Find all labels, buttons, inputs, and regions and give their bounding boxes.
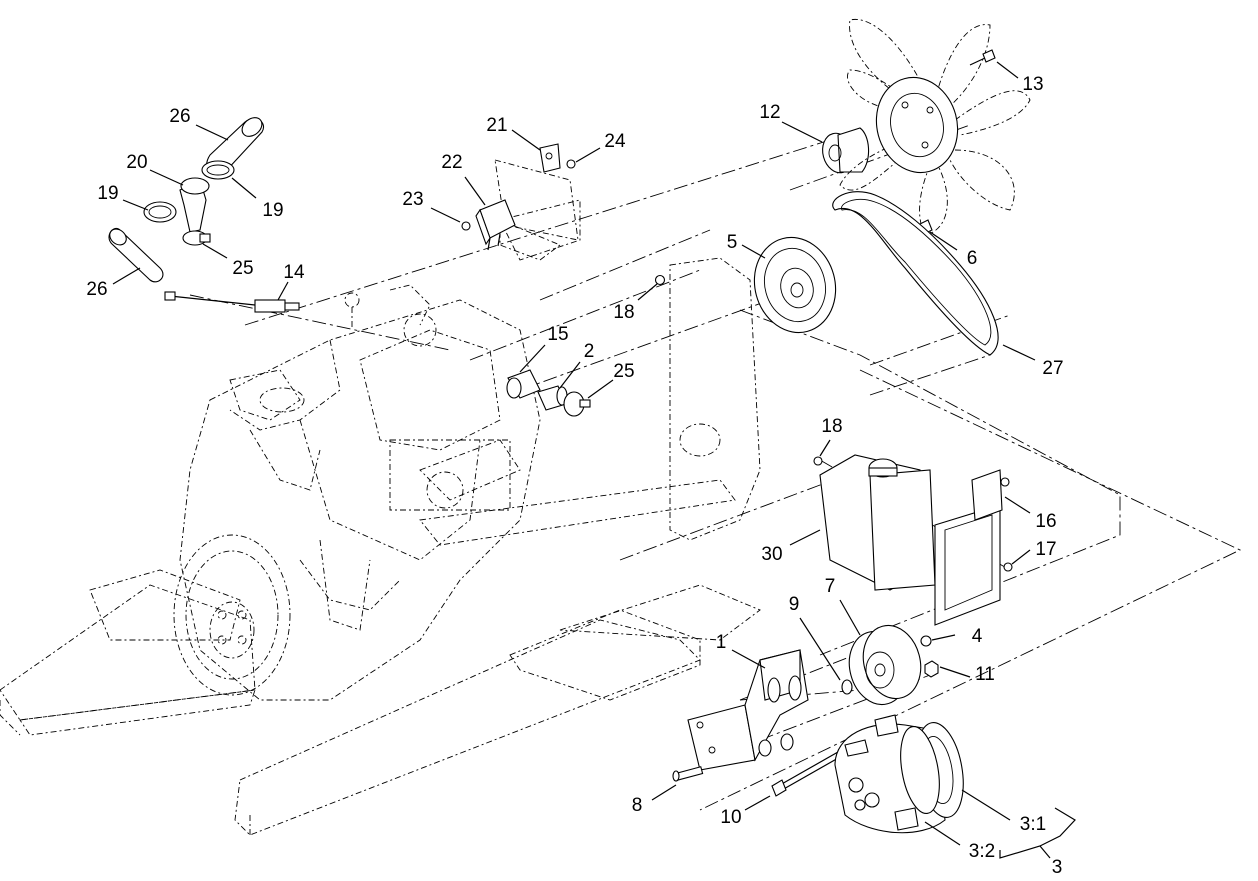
bracket-screw: [566, 159, 576, 169]
bracket-pin: [672, 766, 704, 782]
callout-5: 5: [727, 232, 738, 253]
callout-27: 27: [1042, 358, 1063, 379]
heater-hose-clamp: [563, 391, 591, 417]
callout-26-lower: 26: [86, 279, 107, 300]
cooling-fan: [839, 18, 1031, 236]
idler-pulley: [848, 624, 922, 706]
relay-bracket: [494, 143, 579, 261]
callout-19-right: 19: [262, 200, 283, 221]
callout-9: 9: [789, 594, 800, 615]
nipple-fitting: [537, 385, 568, 411]
callout-3-2: 3:2: [969, 841, 995, 862]
relay: [475, 199, 516, 251]
idler-washer: [841, 679, 853, 695]
lower-hose: [108, 227, 164, 283]
callout-23: 23: [402, 189, 423, 210]
callout-14: 14: [283, 262, 305, 283]
machine-frame-outline: [0, 569, 761, 836]
hose-clamp-lower: [143, 201, 177, 223]
relay-screw: [461, 221, 471, 231]
reservoir-screw: [1000, 477, 1013, 572]
ac-compressor: [834, 714, 964, 834]
callout-19-left: 19: [97, 183, 118, 204]
engine-block: [179, 284, 541, 701]
callout-22: 22: [441, 152, 462, 173]
crank-pulley: [753, 236, 837, 334]
compressor-nut: [924, 660, 939, 678]
radiator-mount-bracket: [419, 199, 761, 546]
coolant-reservoir: [819, 454, 936, 591]
tee-fitting: [179, 177, 210, 233]
reservoir-nut: [813, 456, 823, 466]
assembly-lines: [189, 124, 1242, 811]
callout-25-upper: 25: [232, 258, 253, 279]
temperature-sensor: [164, 291, 300, 313]
callout-6: 6: [967, 248, 978, 269]
callout-24: 24: [604, 131, 626, 152]
fan-spacer: [822, 127, 870, 174]
drive-belt: [832, 191, 999, 356]
callout-7: 7: [825, 576, 836, 597]
callout-20: 20: [126, 152, 147, 173]
idler-nut: [920, 635, 932, 647]
callout-17: 17: [1035, 539, 1056, 560]
small-hose-clamp: [182, 230, 211, 246]
fan-bolt: [969, 49, 996, 66]
callout-12: 12: [759, 102, 780, 123]
compressor-mount-bracket: [687, 649, 809, 771]
callout-26-upper: 26: [169, 106, 190, 127]
callout-labels: 26 20 19 19 25 26 14 21 22 23 24 15 2 25…: [86, 74, 1063, 878]
callout-21: 21: [486, 115, 507, 136]
callout-15: 15: [547, 324, 568, 345]
hose-clamp-upper: [201, 160, 235, 180]
callout-18-lower: 18: [821, 416, 842, 437]
callout-8: 8: [632, 795, 643, 816]
callout-2: 2: [584, 341, 595, 362]
leader-lines: [112, 61, 1076, 859]
callout-4: 4: [972, 626, 983, 647]
callout-10: 10: [720, 807, 741, 828]
callout-11: 11: [975, 664, 995, 685]
callout-25-lower: 25: [613, 361, 634, 382]
callout-13: 13: [1022, 74, 1043, 95]
callout-1: 1: [716, 632, 727, 653]
reservoir-bracket: [934, 469, 1003, 626]
callout-3-1: 3:1: [1020, 814, 1046, 835]
callout-30: 30: [761, 544, 782, 565]
callout-18-upper: 18: [613, 302, 634, 323]
flywheel: [173, 534, 291, 696]
callout-16: 16: [1035, 511, 1056, 532]
hose-barb-fitting: [506, 369, 541, 399]
bracket-nut: [654, 274, 666, 286]
callout-3: 3: [1052, 857, 1063, 878]
